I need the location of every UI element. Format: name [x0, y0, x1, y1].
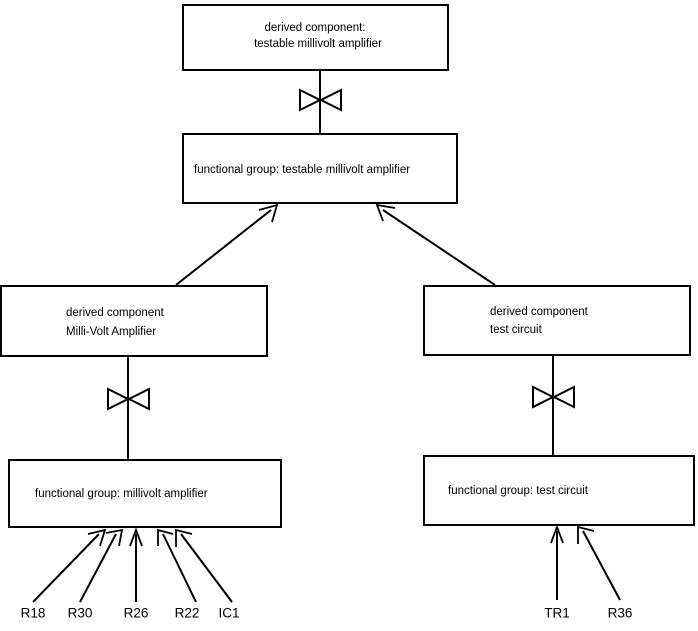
arrow-mv-amp-to-fg-testable [175, 203, 279, 286]
arrow-leaf-r22 [157, 528, 197, 603]
arrow-test-circuit-to-fg-testable [375, 203, 496, 286]
node-fg-mv-amp-box[interactable] [8, 459, 282, 528]
bowtie-realization-left-icon [107, 387, 150, 411]
node-derived-test-circuit-box[interactable] [423, 285, 691, 356]
arrow-leaf-ic1 [175, 528, 233, 603]
leaf-label-r36: R36 [608, 606, 633, 621]
arrow-leaf-r26 [129, 527, 143, 602]
leaf-label-r18: R18 [21, 606, 46, 621]
arrow-leaf-r36 [577, 525, 621, 601]
leaf-label-tr1: TR1 [544, 606, 570, 621]
node-derived-mv-amp-line1: derived component [66, 307, 165, 319]
node-derived-mv-amp-box[interactable] [0, 285, 268, 357]
node-derived-testable-amp-line1: derived component: [264, 22, 365, 34]
leaf-label-ic1: IC1 [218, 606, 239, 621]
arrow-leaf-tr1 [550, 524, 564, 600]
arrow-leaf-r18 [32, 528, 107, 603]
leaf-label-r30: R30 [68, 606, 93, 621]
node-derived-mv-amp-line2: Milli-Volt Amplifier [66, 326, 156, 338]
node-derived-test-circuit-line1: derived component [490, 306, 589, 318]
node-fg-testable-amp-box[interactable] [182, 133, 458, 204]
node-fg-test-circuit-box[interactable] [423, 455, 695, 526]
node-derived-testable-amp-box[interactable] [182, 4, 449, 71]
bowtie-realization-right-icon [532, 385, 575, 409]
node-fg-testable-amp-line1: functional group: testable millivolt amp… [194, 164, 410, 176]
leaf-label-r26: R26 [124, 606, 149, 621]
leaf-label-r22: R22 [175, 606, 200, 621]
arrow-leaf-r30 [79, 528, 124, 603]
node-fg-mv-amp-line1: functional group: millivolt amplifier [35, 488, 208, 500]
node-fg-test-circuit-line1: functional group: test circuit [448, 485, 589, 497]
bowtie-realization-top-icon [299, 88, 342, 112]
node-derived-test-circuit-line2: test circuit [490, 324, 543, 336]
node-derived-testable-amp-line2: testable millivolt amplifier [254, 38, 382, 50]
